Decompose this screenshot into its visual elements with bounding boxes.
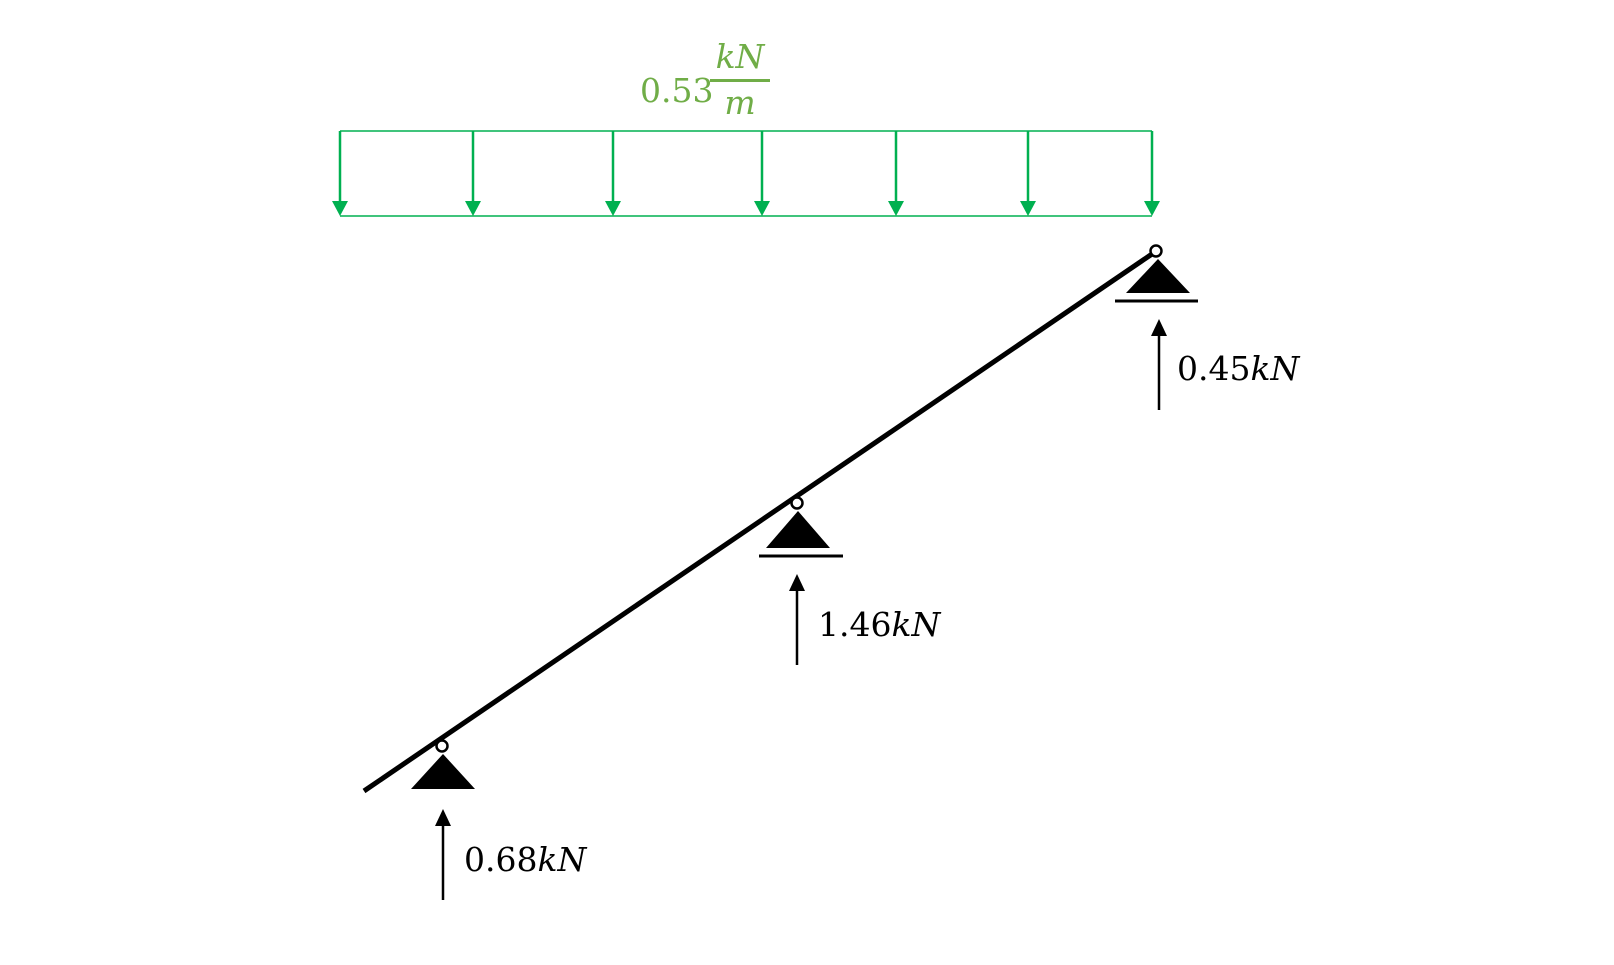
load-arrow-icon [605, 131, 621, 216]
reaction-arrow-bottom-left [435, 809, 451, 900]
inclined-beam [362, 251, 1154, 794]
hinge-pin-icon [435, 739, 449, 753]
hinge-pin-icon [1149, 244, 1163, 258]
reaction-unit: kN [537, 840, 587, 879]
load-value: 0.53 [640, 71, 714, 110]
load-unit-numerator: kN [715, 37, 765, 76]
roller-support-top-right [1115, 244, 1198, 303]
reaction-label-top-right: 0.45kN [1177, 352, 1299, 385]
load-arrow-icon [888, 131, 904, 216]
reaction-value: 0.68 [464, 840, 538, 879]
load-arrow-icon [1020, 131, 1036, 216]
hinge-pin-icon [790, 496, 804, 510]
reaction-value: 1.46 [818, 605, 892, 644]
fraction-bar [710, 79, 770, 82]
distributed-load [332, 130, 1160, 217]
support-triangle-icon [766, 511, 830, 548]
load-arrow-icon [332, 131, 348, 216]
roller-support-middle [759, 496, 843, 558]
support-triangle-icon [411, 754, 475, 789]
reaction-label-bottom-left: 0.68kN [464, 843, 586, 876]
load-unit-denominator: m [724, 83, 756, 122]
load-arrows [332, 131, 1160, 216]
load-arrow-icon [754, 131, 770, 216]
pin-support-bottom-left [411, 739, 475, 789]
load-arrow-icon [465, 131, 481, 216]
reaction-unit: kN [891, 605, 941, 644]
load-arrow-icon [1144, 131, 1160, 216]
reaction-arrow-top-right [1151, 319, 1167, 410]
reaction-arrow-middle [789, 574, 805, 665]
reaction-unit: kN [1250, 349, 1300, 388]
reaction-label-middle: 1.46kN [818, 608, 940, 641]
reaction-value: 0.45 [1177, 349, 1251, 388]
support-triangle-icon [1126, 259, 1190, 293]
load-unit-fraction: kN m [710, 40, 770, 119]
